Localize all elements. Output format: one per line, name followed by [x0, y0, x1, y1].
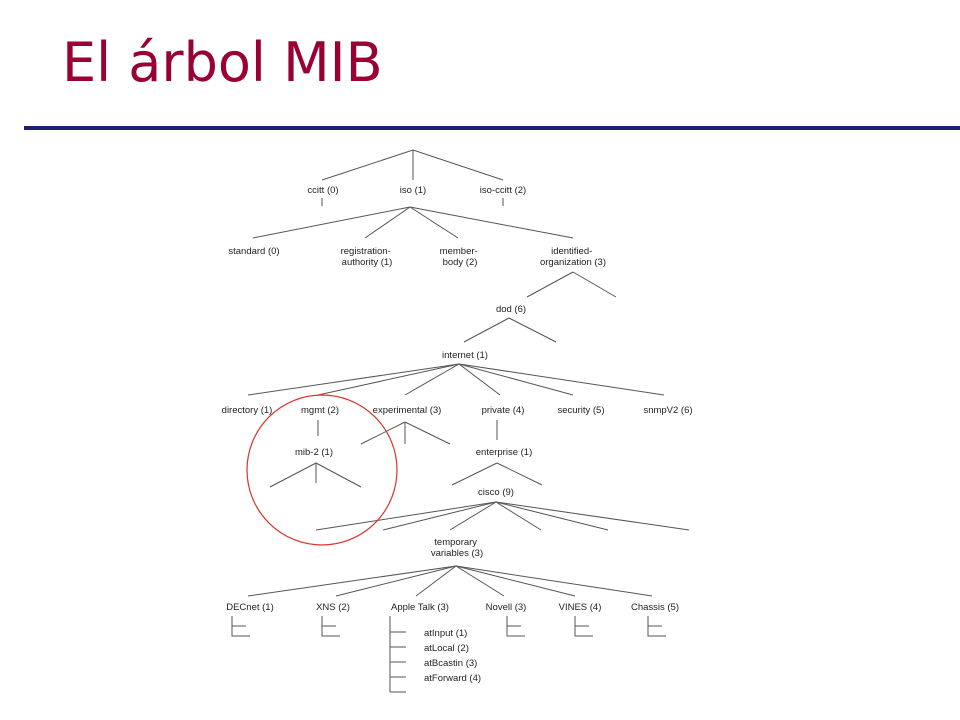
node-atlocal: atLocal (2)	[424, 643, 469, 654]
node-temporary-variables: temporary variables (3)	[431, 537, 483, 559]
node-identified-organization: identified- organization (3)	[540, 246, 606, 268]
node-iso: iso (1)	[400, 185, 426, 196]
node-mgmt: mgmt (2)	[301, 405, 339, 416]
node-registration-authority-line2: authority (1)	[342, 257, 393, 268]
node-enterprise: enterprise (1)	[476, 447, 533, 458]
node-novell: Novell (3)	[486, 602, 527, 613]
tree-edges	[231, 149, 690, 693]
node-temporary-variables-line1: temporary	[434, 537, 477, 548]
node-chassis: Chassis (5)	[631, 602, 679, 613]
node-dod: dod (6)	[496, 304, 526, 315]
node-atinput: atInput (1)	[424, 628, 467, 639]
highlight-circle	[246, 394, 398, 546]
node-member-body-line1: member-	[440, 246, 478, 257]
node-temporary-variables-line2: variables (3)	[431, 548, 483, 559]
node-member-body-line2: body (2)	[443, 257, 478, 268]
node-directory: directory (1)	[222, 405, 273, 416]
node-security: security (5)	[558, 405, 605, 416]
node-atforward: atForward (4)	[424, 673, 481, 684]
node-private: private (4)	[482, 405, 525, 416]
node-appletalk: Apple Talk (3)	[391, 602, 449, 613]
node-member-body: member- body (2)	[440, 246, 481, 268]
node-mib-2: mib-2 (1)	[295, 447, 333, 458]
node-cisco: cisco (9)	[478, 487, 514, 498]
node-registration-authority: registration- authority (1)	[341, 246, 394, 268]
node-snmpv2: snmpV2 (6)	[643, 405, 692, 416]
title-divider	[24, 126, 960, 130]
node-ccitt: ccitt (0)	[307, 185, 338, 196]
node-vines: VINES (4)	[559, 602, 602, 613]
node-experimental: experimental (3)	[373, 405, 442, 416]
node-identified-organization-line2: organization (3)	[540, 257, 606, 268]
tree-labels: ccitt (0) iso (1) iso-ccitt (2) standard…	[222, 185, 693, 684]
node-internet: internet (1)	[442, 350, 488, 361]
node-xns: XNS (2)	[316, 602, 350, 613]
page-title: El árbol MIB	[62, 31, 383, 94]
node-registration-authority-line1: registration-	[341, 246, 391, 257]
node-iso-ccitt: iso-ccitt (2)	[480, 185, 526, 196]
node-atbcastin: atBcastin (3)	[424, 658, 477, 669]
node-decnet: DECnet (1)	[226, 602, 274, 613]
node-identified-organization-line1: identified-	[551, 246, 592, 257]
node-standard: standard (0)	[228, 246, 279, 257]
